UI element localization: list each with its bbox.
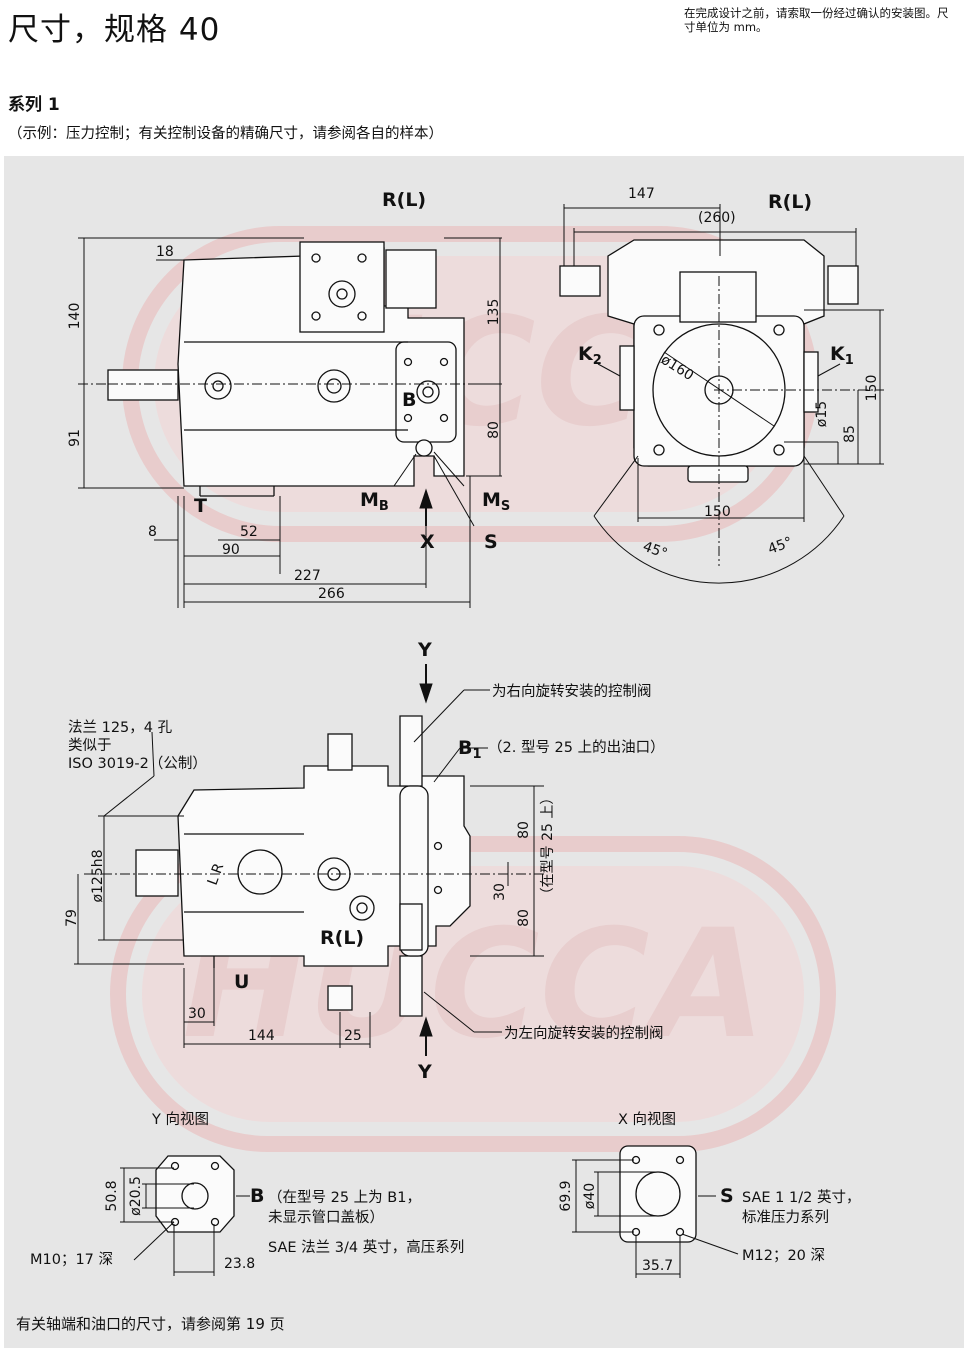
svg-text:79: 79 bbox=[64, 909, 80, 927]
svg-text:23.8: 23.8 bbox=[224, 1256, 255, 1272]
svg-text:K1: K1 bbox=[830, 343, 854, 368]
svg-text:8: 8 bbox=[148, 524, 157, 540]
svg-text:(260): (260) bbox=[698, 210, 736, 226]
svg-text:类似于: 类似于 bbox=[68, 737, 112, 754]
svg-text:30: 30 bbox=[188, 1006, 206, 1022]
svg-text:50.8: 50.8 bbox=[104, 1180, 120, 1211]
page-title: 尺寸，规格 40 bbox=[8, 12, 221, 48]
svg-text:未显示管口盖板）: 未显示管口盖板） bbox=[268, 1208, 384, 1226]
svg-text:X: X bbox=[420, 531, 435, 553]
svg-text:L R: L R bbox=[205, 861, 228, 887]
svg-text:（在型号 25 上为 B1，: （在型号 25 上为 B1， bbox=[268, 1189, 421, 1206]
svg-text:R(L): R(L) bbox=[382, 189, 426, 211]
svg-text:S: S bbox=[720, 1185, 734, 1207]
svg-text:B: B bbox=[402, 389, 416, 411]
svg-text:（在型号 25 上）: （在型号 25 上） bbox=[540, 791, 556, 902]
svg-text:SAE 法兰 3/4 英寸，高压系列: SAE 法兰 3/4 英寸，高压系列 bbox=[268, 1238, 464, 1256]
svg-text:35.7: 35.7 bbox=[642, 1258, 673, 1274]
svg-text:91: 91 bbox=[67, 429, 83, 447]
svg-text:B1: B1 bbox=[458, 737, 482, 762]
svg-text:ø15: ø15 bbox=[814, 401, 830, 427]
svg-text:266: 266 bbox=[318, 586, 345, 602]
footer-note: 有关轴端和油口的尺寸，请参阅第 19 页 bbox=[16, 1315, 285, 1333]
drawing-panel: HUCCA HUCCA bbox=[4, 156, 964, 1348]
svg-text:25: 25 bbox=[344, 1028, 362, 1044]
svg-text:150: 150 bbox=[864, 375, 880, 402]
svg-text:M12；20 深: M12；20 深 bbox=[742, 1247, 825, 1264]
y-view: Y 向视图 50.8 ø20.5 23.8 M10；17 深 B （在型号 25… bbox=[30, 1111, 464, 1276]
svg-text:为左向旋转安装的控制阀: 为左向旋转安装的控制阀 bbox=[504, 1025, 664, 1042]
svg-text:R(L): R(L) bbox=[768, 191, 812, 213]
svg-text:B: B bbox=[250, 1185, 264, 1207]
pump-top-view bbox=[135, 715, 471, 1017]
svg-text:85: 85 bbox=[842, 425, 858, 443]
svg-text:150: 150 bbox=[704, 504, 731, 520]
svg-text:144: 144 bbox=[248, 1028, 275, 1044]
x-view: X 向视图 69.9 ø40 35.7 S SAE 1 1/2 英寸， 标准压力… bbox=[558, 1111, 860, 1278]
svg-text:M10；17 深: M10；17 深 bbox=[30, 1251, 113, 1268]
svg-text:MS: MS bbox=[482, 489, 510, 514]
svg-text:147: 147 bbox=[628, 186, 655, 202]
svg-text:135: 135 bbox=[486, 299, 502, 326]
svg-text:140: 140 bbox=[67, 303, 83, 330]
svg-text:（2. 型号 25 上的出油口）: （2. 型号 25 上的出油口） bbox=[488, 739, 665, 756]
svg-text:K2: K2 bbox=[578, 343, 602, 368]
svg-text:U: U bbox=[234, 971, 249, 993]
front-view-dimensions bbox=[563, 204, 884, 584]
side-view-dimensions bbox=[78, 237, 504, 608]
svg-text:45°: 45° bbox=[641, 539, 670, 563]
svg-text:法兰 125，4 孔: 法兰 125，4 孔 bbox=[68, 719, 173, 736]
svg-text:MB: MB bbox=[360, 489, 389, 514]
svg-text:S: S bbox=[484, 531, 498, 553]
svg-text:R(L): R(L) bbox=[320, 927, 364, 949]
svg-text:90: 90 bbox=[222, 542, 240, 558]
svg-text:ISO 3019-2（公制）: ISO 3019-2（公制） bbox=[68, 755, 207, 772]
pump-front-view bbox=[559, 239, 859, 483]
svg-text:30: 30 bbox=[492, 883, 508, 901]
svg-text:Y: Y bbox=[417, 639, 432, 661]
svg-text:为右向旋转安装的控制阀: 为右向旋转安装的控制阀 bbox=[492, 683, 652, 700]
svg-text:标准压力系列: 标准压力系列 bbox=[742, 1209, 829, 1226]
technical-drawing: HUCCA HUCCA bbox=[30, 186, 884, 1278]
svg-text:ø20.5: ø20.5 bbox=[128, 1176, 144, 1216]
example-note: （示例：压力控制；有关控制设备的精确尺寸，请参阅各自的样本） bbox=[8, 126, 443, 142]
svg-text:Y 向视图: Y 向视图 bbox=[151, 1111, 209, 1128]
svg-text:80: 80 bbox=[516, 909, 532, 927]
svg-text:T: T bbox=[194, 495, 207, 517]
svg-text:52: 52 bbox=[240, 524, 258, 540]
svg-text:45°: 45° bbox=[766, 534, 795, 558]
svg-text:ø125h8: ø125h8 bbox=[90, 849, 106, 902]
svg-text:227: 227 bbox=[294, 568, 321, 584]
svg-text:SAE 1 1/2 英寸，: SAE 1 1/2 英寸， bbox=[742, 1188, 860, 1206]
svg-text:X 向视图: X 向视图 bbox=[618, 1111, 676, 1128]
svg-text:80: 80 bbox=[486, 421, 502, 439]
pump-side-view bbox=[107, 241, 465, 497]
svg-text:Y: Y bbox=[417, 1061, 432, 1083]
series-heading: 系列 1 bbox=[8, 95, 60, 115]
svg-text:ø40: ø40 bbox=[582, 1183, 598, 1209]
svg-text:18: 18 bbox=[156, 244, 174, 260]
top-view-dimensions bbox=[74, 664, 544, 1056]
svg-text:69.9: 69.9 bbox=[558, 1180, 574, 1211]
design-note: 在完成设计之前，请索取一份经过确认的安装图。尺寸单位为 mm。 bbox=[684, 6, 949, 34]
svg-text:80: 80 bbox=[516, 821, 532, 839]
